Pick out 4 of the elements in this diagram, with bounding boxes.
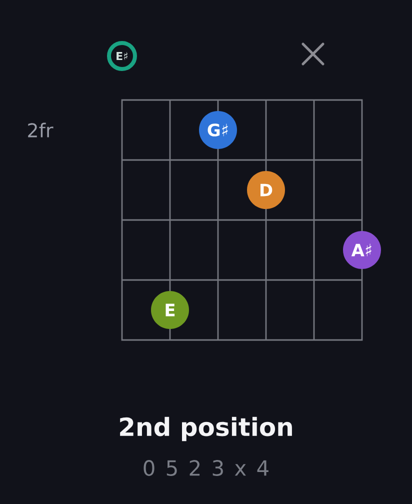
caption: 2nd position [120,416,292,442]
open-string-ring: E♯ [107,41,137,71]
fingering-label: 0 5 2 3 x 4 [144,460,268,476]
fret-label: 2fr [28,122,54,138]
